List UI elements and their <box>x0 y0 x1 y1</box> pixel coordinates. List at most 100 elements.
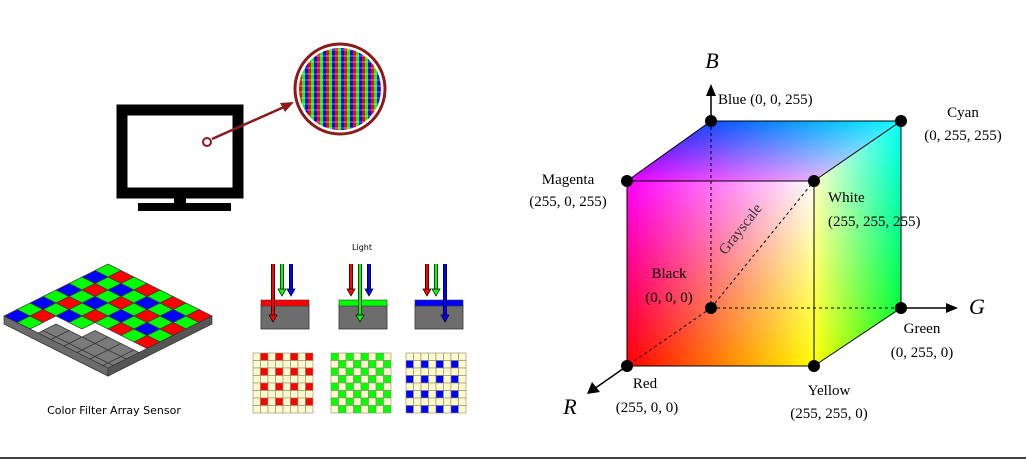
lens-stripe <box>374 48 377 130</box>
grid-cell <box>413 375 422 384</box>
grid-cell <box>413 367 422 376</box>
grid-cell <box>282 405 291 414</box>
grid-cell <box>435 405 444 414</box>
grid-cell <box>305 405 314 414</box>
lens-stripe <box>377 48 380 130</box>
grid-cell <box>435 375 444 384</box>
grid-cell <box>353 375 362 384</box>
filter-layer <box>338 299 388 307</box>
grid-cell <box>267 405 276 414</box>
lens-stripe <box>350 48 353 130</box>
grid-cell <box>252 375 261 384</box>
grid-cell <box>267 382 276 391</box>
grid-cell <box>458 352 467 361</box>
grid-cell <box>420 367 429 376</box>
grid-cell <box>458 360 467 369</box>
axis-label-g: G <box>969 294 985 319</box>
grid-cell <box>275 352 284 361</box>
grid-cell <box>383 352 392 361</box>
vertex-cyan <box>895 115 907 127</box>
grid-cell <box>353 397 362 406</box>
lens-stripe <box>299 48 302 130</box>
light-ray-head <box>364 288 374 297</box>
grid-cell <box>353 390 362 399</box>
light-ray-head <box>440 314 450 323</box>
grid-cell <box>338 382 347 391</box>
grid-cell <box>405 382 414 391</box>
grid-cell <box>290 360 299 369</box>
grid-cell <box>330 405 339 414</box>
sensor-side <box>107 315 213 377</box>
lens-stripe <box>326 48 329 130</box>
grid-cell <box>405 352 414 361</box>
grid-cell <box>428 397 437 406</box>
grid-cell <box>375 382 384 391</box>
lens-stripe <box>317 48 320 130</box>
vertex-green <box>895 302 907 314</box>
grid-cell <box>290 405 299 414</box>
grid-cell <box>413 360 422 369</box>
grid-cell <box>383 367 392 376</box>
grid-cell <box>338 390 347 399</box>
grid-cell <box>275 397 284 406</box>
lens-stripe <box>329 48 332 130</box>
sensor-base <box>260 304 310 330</box>
grid-cell <box>290 397 299 406</box>
label-green-value: (0, 255, 0) <box>891 345 954 361</box>
grid-cell <box>435 352 444 361</box>
grid-cell <box>260 397 269 406</box>
vertex-white <box>808 175 820 187</box>
grid-cell <box>275 382 284 391</box>
grid-cell <box>260 405 269 414</box>
grid-cell <box>305 397 314 406</box>
grid-cell <box>420 360 429 369</box>
grid-cell <box>420 405 429 414</box>
grid-cell <box>305 367 314 376</box>
grid-cell <box>413 382 422 391</box>
grid-cell <box>458 397 467 406</box>
light-ray-head <box>422 288 432 297</box>
light-ray-head <box>431 288 441 297</box>
grid-cell <box>375 397 384 406</box>
lens-stripe <box>359 48 362 130</box>
grid-cell <box>260 390 269 399</box>
cube-hidden-edges <box>626 121 901 367</box>
grid-cell <box>267 352 276 361</box>
label-white-name: White <box>828 190 865 206</box>
grid-cell <box>297 397 306 406</box>
lens-stripe <box>341 48 344 130</box>
grid-cell <box>383 360 392 369</box>
grid-cell <box>360 405 369 414</box>
grid-cell <box>360 360 369 369</box>
grid-cell <box>458 375 467 384</box>
grid-cell <box>338 397 347 406</box>
grid-cell <box>435 397 444 406</box>
grid-cell <box>360 390 369 399</box>
grid-cell <box>297 375 306 384</box>
cube-right-face <box>814 121 901 366</box>
sensor-base <box>414 304 464 330</box>
grid-cell <box>338 367 347 376</box>
grid-cell <box>368 405 377 414</box>
grid-cell <box>282 382 291 391</box>
lens-stripe <box>380 48 381 130</box>
grid-cell <box>345 405 354 414</box>
grid-cell <box>420 390 429 399</box>
grid-cell <box>368 367 377 376</box>
grid-cell <box>405 397 414 406</box>
rgb-cube <box>587 84 958 394</box>
lens-stripe <box>302 48 305 130</box>
grid-cell <box>428 352 437 361</box>
grid-cell <box>252 382 261 391</box>
grid-cell <box>267 360 276 369</box>
grid-cell <box>345 375 354 384</box>
label-yellow-name: Yellow <box>808 383 851 399</box>
grid-cell <box>435 360 444 369</box>
grid-cell <box>443 375 452 384</box>
light-ray-head <box>355 314 365 323</box>
cube-vertices <box>621 115 907 372</box>
grid-cell <box>420 382 429 391</box>
axis-g <box>901 303 958 313</box>
lens-stripe <box>338 48 341 130</box>
